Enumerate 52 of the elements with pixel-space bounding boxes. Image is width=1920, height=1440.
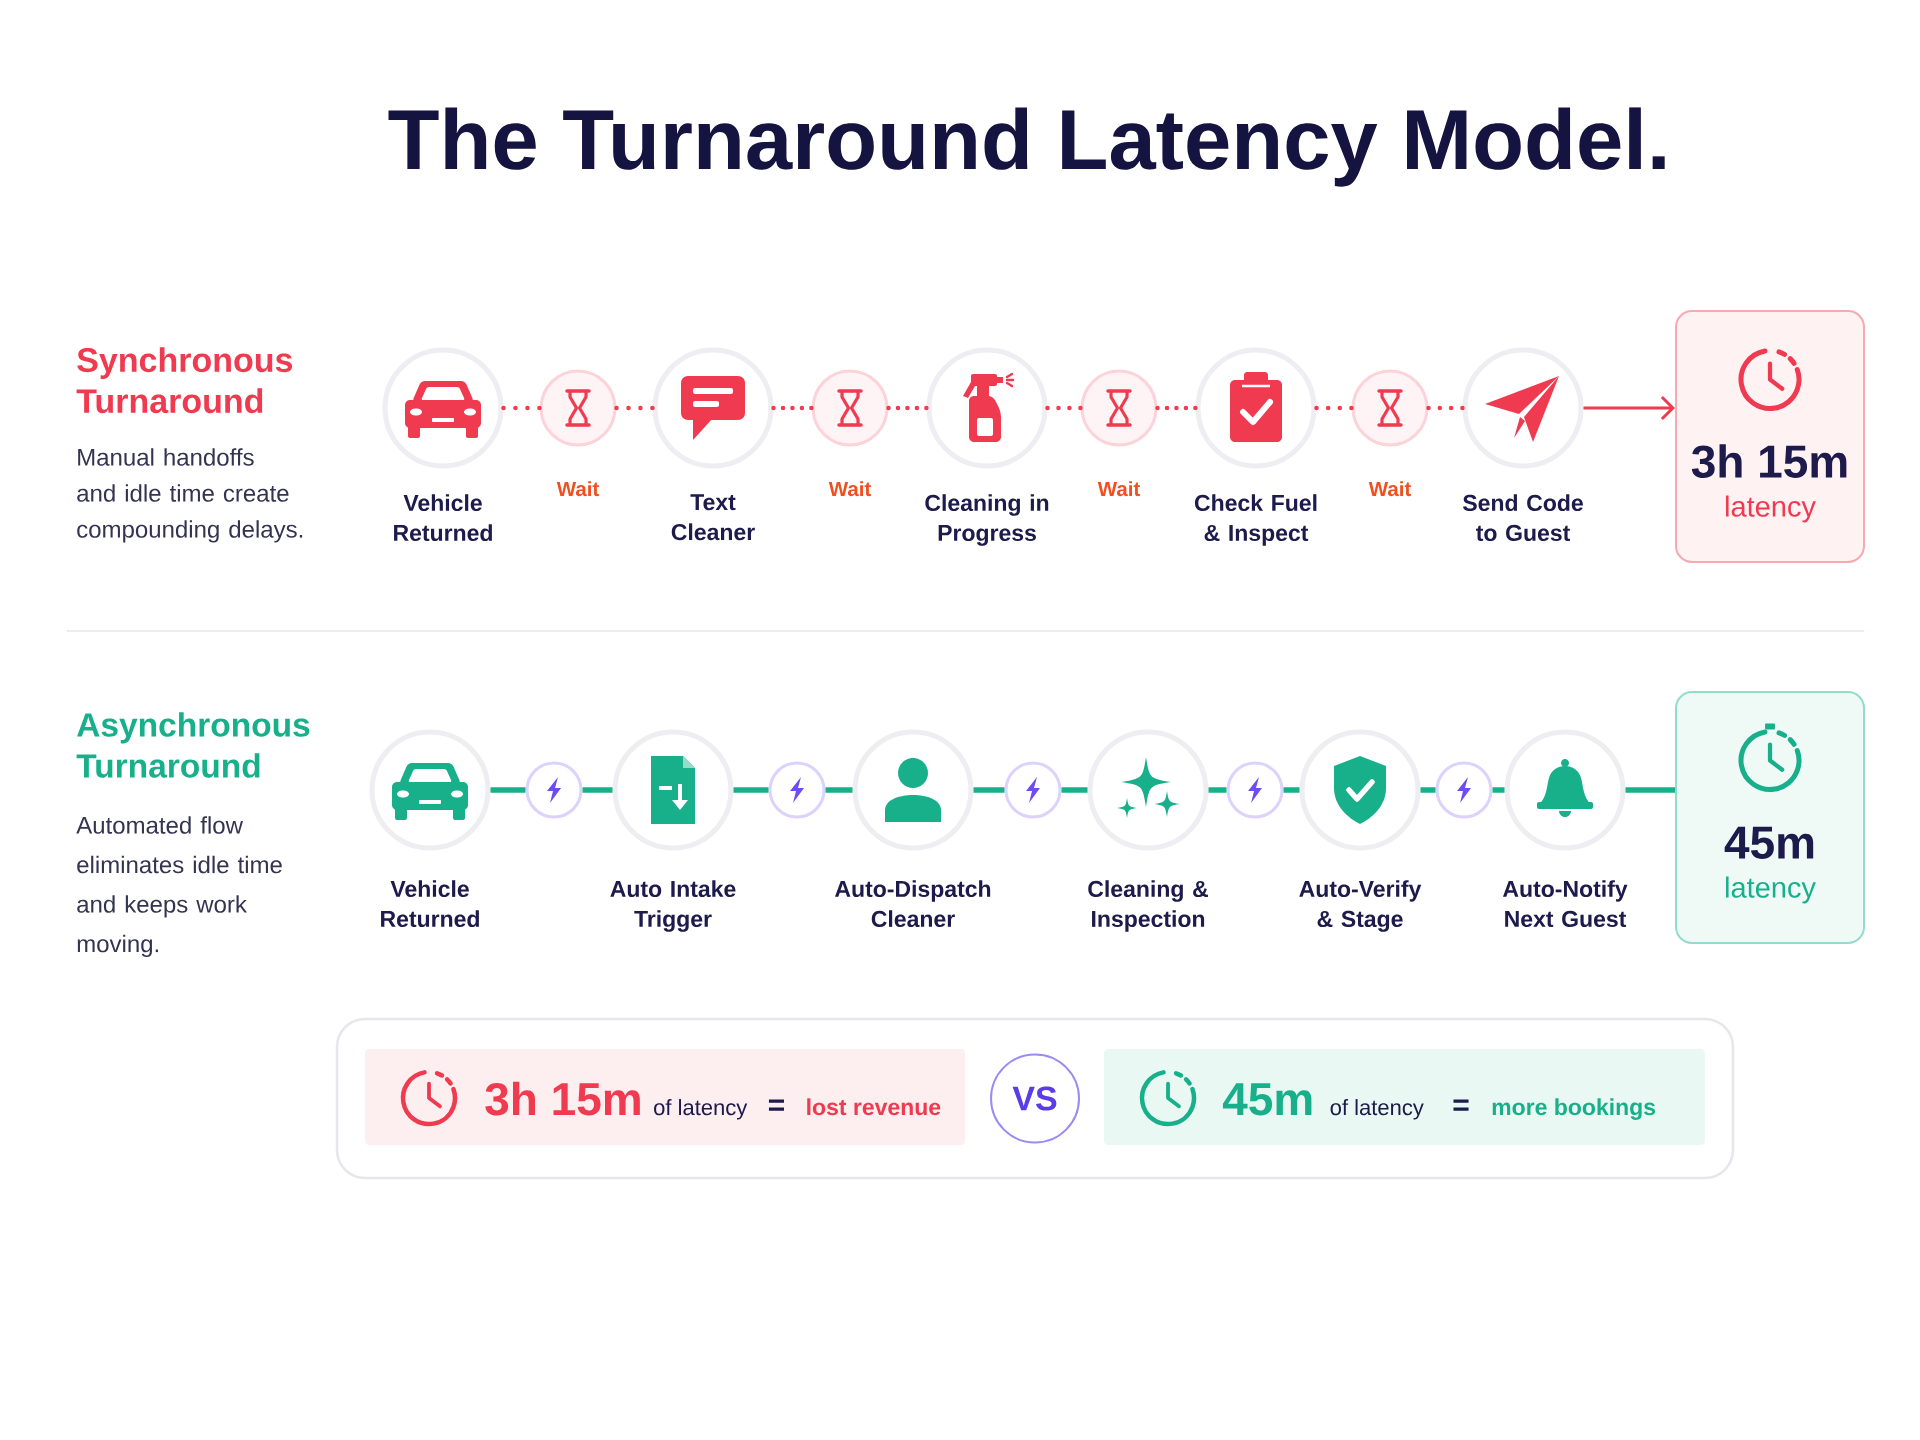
step-label: Auto-Notify Next Guest — [1503, 880, 1628, 928]
description-text: Manual handoffs and idle time create compounding delays. — [77, 448, 303, 543]
connector-line — [490, 787, 526, 793]
dotted-line — [501, 405, 542, 411]
section-heading: Synchronous Turnaround — [76, 347, 293, 414]
wait-label: Wait — [1368, 481, 1411, 497]
connector-line — [1208, 787, 1227, 793]
step-label: Vehicle Returned — [381, 880, 479, 928]
unit-label: of latency — [1330, 1099, 1424, 1120]
step-label: Send Code to Guest — [1462, 494, 1583, 542]
outcome-label: lost revenue — [807, 1098, 941, 1116]
dotted-line — [1426, 405, 1465, 411]
step-label: Text Cleaner — [671, 494, 755, 541]
step-label: Auto-Verify & Stage — [1299, 880, 1422, 932]
latency-value: 45m — [1724, 826, 1814, 859]
equals-sign: = — [768, 1099, 784, 1111]
equals-sign: = — [1453, 1099, 1469, 1111]
dotted-line — [614, 405, 655, 411]
dotted-line — [1155, 405, 1198, 411]
latency-value: 3h 15m — [1691, 444, 1847, 478]
connector-line — [1625, 787, 1675, 793]
dotted-line — [1045, 405, 1083, 411]
dotted-line — [1314, 405, 1354, 411]
connector-line — [825, 787, 853, 793]
wait-label: Wait — [828, 481, 871, 497]
step-label: Cleaning & Inspection — [1088, 880, 1208, 932]
time-value: 45m — [1222, 1083, 1312, 1116]
connector-line — [733, 787, 769, 793]
dotted-line — [771, 405, 814, 411]
connector-line — [973, 787, 1005, 793]
latency-label: latency — [1726, 495, 1816, 523]
step-label: Cleaning in Progress — [925, 494, 1049, 546]
description-text: Automated flow eliminates idle time and keeps work moving. — [76, 816, 282, 958]
step-label: Vehicle Returned — [394, 494, 492, 542]
section-heading: Asynchronous Turnaround — [76, 712, 310, 778]
unit-label: of latency — [654, 1099, 748, 1120]
latency-label: latency — [1726, 876, 1816, 904]
title: The Turnaround Latency Model. — [388, 107, 1665, 187]
time-value: 3h 15m — [485, 1081, 640, 1116]
step-label: Auto-Dispatch Cleaner — [835, 880, 991, 928]
outcome-label: more bookings — [1492, 1098, 1656, 1120]
dotted-line — [886, 405, 929, 411]
connector-line — [1283, 787, 1300, 793]
wait-label: Wait — [1097, 481, 1140, 497]
arrow — [1583, 395, 1675, 421]
connector-line — [1420, 787, 1436, 793]
step-label: Auto Intake Trigger — [610, 880, 736, 932]
connector-line — [582, 787, 613, 793]
connector-line — [1492, 787, 1505, 793]
step-label: Check Fuel & Inspect — [1194, 494, 1317, 546]
connector-line — [1061, 787, 1088, 793]
wait-label: Wait — [556, 481, 599, 497]
